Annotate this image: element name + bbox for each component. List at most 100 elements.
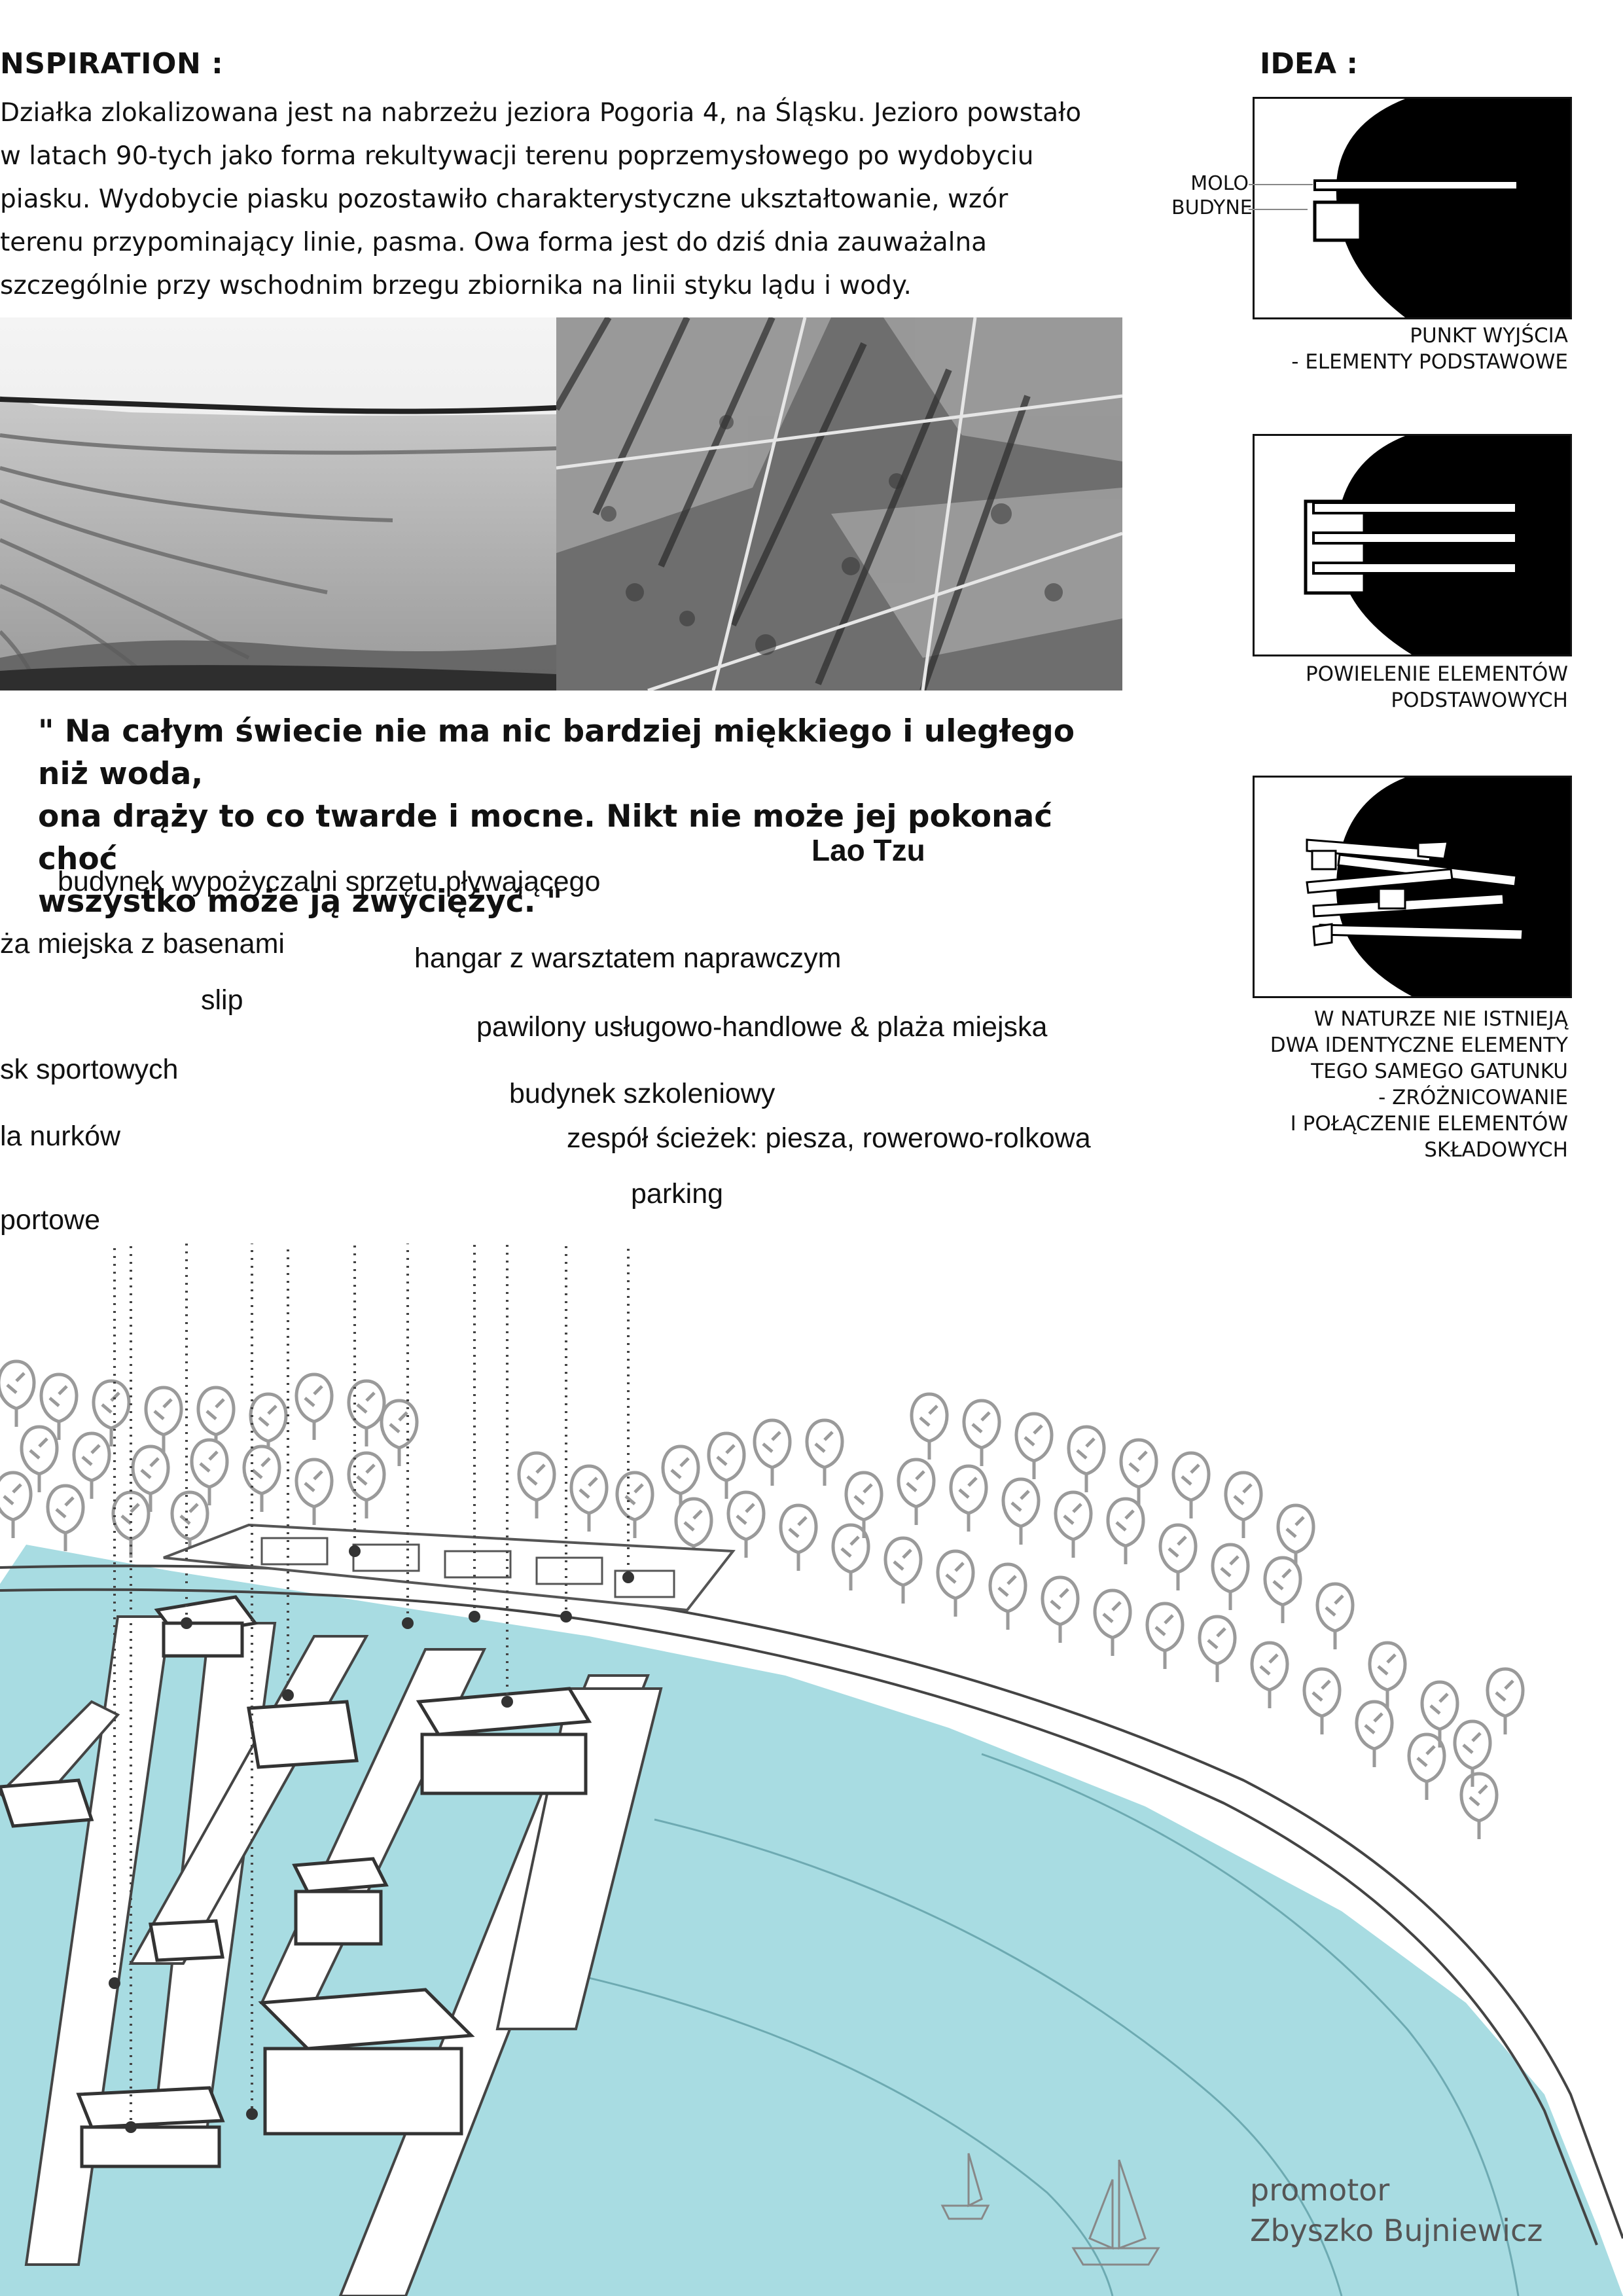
tree-icon: [249, 1392, 288, 1460]
tree-icon: [1054, 1490, 1093, 1558]
tree-icon: [805, 1418, 844, 1486]
label-hangar: hangar z warsztatem naprawczym: [414, 942, 842, 974]
leader-dot: [282, 1689, 294, 1701]
tree-icon: [20, 1425, 59, 1492]
tree-icon: [1224, 1471, 1263, 1538]
label-paths: zespół ścieżek: piesza, rowerowo-rolkowa: [567, 1122, 1091, 1154]
tree-icon: [170, 1490, 209, 1558]
caption-line: POWIELENIE ELEMENTÓW: [1305, 662, 1568, 686]
tree-icon: [615, 1471, 654, 1538]
label-sports-fields: sk sportowych: [0, 1054, 179, 1085]
sand-quarry-photo: [0, 317, 556, 691]
caption-line: SKŁADOWYCH: [1424, 1138, 1568, 1162]
paragraph-line: piasku. Wydobycie piasku pozostawiło cha…: [0, 185, 1008, 214]
tree-icon: [131, 1444, 170, 1512]
label-sport-port: portowe: [0, 1204, 100, 1236]
leader-dot: [501, 1696, 513, 1708]
tree-icon: [1198, 1615, 1237, 1682]
tree-icon: [46, 1484, 85, 1551]
leader-dot: [402, 1617, 414, 1629]
paragraph-line: w latach 90-tych jako forma rekultywacji…: [0, 141, 1034, 171]
tree-icon: [1250, 1641, 1289, 1708]
leader-dot: [125, 2121, 137, 2133]
caption-line: W NATURZE NIE ISTNIEJĄ: [1313, 1007, 1568, 1031]
tree-icon: [294, 1372, 334, 1440]
tree-icon: [674, 1497, 713, 1564]
caption-line: I POŁĄCZENIE ELEMENTÓW: [1290, 1112, 1568, 1136]
tree-icon: [779, 1503, 818, 1571]
paragraph-line: szczególnie przy wschodnim brzegu zbiorn…: [0, 271, 912, 300]
tree-icon: [1407, 1732, 1446, 1800]
caption-line: PODSTAWOWYCH: [1391, 689, 1568, 712]
tree-icon: [1263, 1556, 1302, 1623]
tree-icon: [1145, 1602, 1185, 1669]
quote-line: " Na całym świecie nie ma nic bardziej m…: [38, 713, 1075, 792]
lao-tzu-quote: " Na całym świecie nie ma nic bardziej m…: [38, 710, 1085, 923]
tree-icon: [897, 1458, 936, 1525]
site-axonometric: [0, 1244, 1623, 2296]
tree-icon: [1067, 1425, 1106, 1492]
tree-icon: [988, 1562, 1027, 1630]
tree-icon: [0, 1471, 33, 1538]
leader-dot: [349, 1545, 361, 1557]
tree-icon: [1459, 1772, 1499, 1839]
tree-icon: [1453, 1719, 1492, 1787]
caption-line: - ZRÓŻNICOWANIE: [1378, 1086, 1568, 1109]
leader-dot: [109, 1977, 120, 1989]
idea-side-labels: MOLO BUDYNEK: [1171, 171, 1266, 220]
tree-icon: [1302, 1667, 1342, 1734]
tree-icon: [0, 1359, 36, 1427]
label-divers: la nurków: [0, 1121, 121, 1152]
promotor-title: promotor: [1250, 2172, 1390, 2208]
caption-line: PUNKT WYJŚCIA: [1410, 324, 1568, 348]
tree-icon: [380, 1399, 419, 1466]
tree-icon: [347, 1451, 386, 1518]
tree-icon: [1119, 1438, 1158, 1505]
tree-icon: [726, 1490, 766, 1558]
label-slip: slip: [201, 984, 243, 1016]
label-city-beach-pools: ża miejska z basenami: [0, 928, 285, 960]
quote-author: Lao Tzu: [812, 833, 925, 867]
leader-dot: [560, 1611, 572, 1623]
idea-caption-1: PUNKT WYJŚCIA - ELEMENTY PODSTAWOWE: [1178, 323, 1568, 375]
promotor-name: Zbyszko Bujniewicz: [1250, 2213, 1543, 2248]
idea-diagram-3: [1253, 776, 1572, 998]
side-label-budynek: BUDYNEK: [1171, 196, 1266, 219]
tree-icon: [1355, 1700, 1394, 1767]
tree-icon: [1014, 1412, 1054, 1479]
leader-dot: [622, 1571, 634, 1583]
tree-icon: [1158, 1523, 1198, 1590]
tree-icon: [707, 1431, 746, 1499]
tree-icon: [92, 1379, 131, 1446]
idea-leader-lines: [1249, 184, 1313, 210]
promotor-block: promotor Zbyszko Bujniewicz: [1250, 2170, 1543, 2251]
paragraph-line: Działka zlokalizowana jest na nabrzeżu j…: [0, 98, 1082, 128]
label-pavilions: pawilony usługowo-handlowe & plaża miejs…: [476, 1011, 1048, 1043]
label-parking: parking: [631, 1178, 724, 1210]
tree-icon: [347, 1379, 386, 1446]
label-rental-building: budynek wypożyczalni sprzętu pływającego: [58, 866, 601, 897]
caption-line: TEGO SAMEGO GATUNKU: [1311, 1060, 1568, 1083]
caption-line: DWA IDENTYCZNE ELEMENTY: [1270, 1033, 1568, 1057]
tree-icon: [910, 1392, 949, 1460]
leader-dot: [246, 2108, 258, 2120]
quote-line: ona drąży to co twarde i mocne. Nikt nie…: [38, 798, 1053, 877]
idea-caption-3: W NATURZE NIE ISTNIEJĄ DWA IDENTYCZNE EL…: [1113, 1006, 1568, 1163]
tree-icon: [72, 1431, 111, 1499]
tree-icon: [111, 1490, 151, 1558]
tree-icon: [1171, 1451, 1211, 1518]
inspiration-heading: NSPIRATION :: [0, 47, 224, 81]
leader-dot: [469, 1611, 480, 1623]
label-training-building: budynek szkoleniowy: [509, 1078, 776, 1109]
tree-icon: [1420, 1680, 1459, 1748]
tree-icon: [1106, 1497, 1145, 1564]
tree-icon: [1486, 1667, 1525, 1734]
tree-icon: [1041, 1575, 1080, 1643]
tree-icon: [517, 1451, 556, 1518]
tree-icon: [1368, 1641, 1407, 1708]
tree-icon: [569, 1464, 609, 1532]
tree-icon: [294, 1458, 334, 1525]
idea-diagram-2: [1253, 434, 1572, 656]
tree-icon: [144, 1386, 183, 1453]
idea-caption-2: POWIELENIE ELEMENTÓW PODSTAWOWYCH: [1178, 661, 1568, 713]
